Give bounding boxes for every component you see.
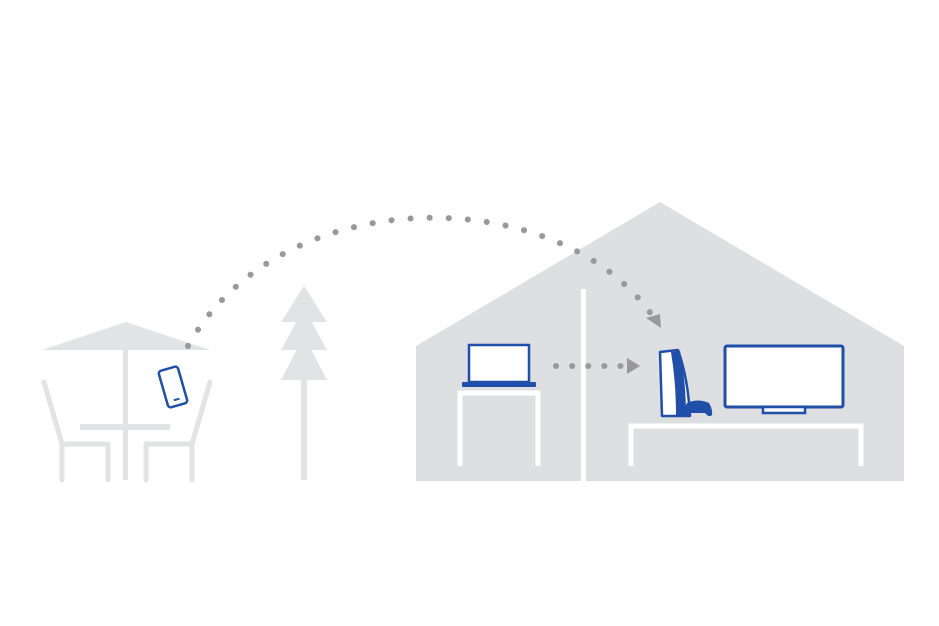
- patio-group: [41, 322, 213, 483]
- patio-chair-icon: [41, 379, 111, 483]
- game-controller-icon: [683, 400, 713, 417]
- pine-tree-icon: [281, 286, 327, 480]
- laptop-icon: [462, 343, 536, 387]
- patio-umbrella-icon: [42, 322, 210, 350]
- television-icon: [723, 344, 845, 415]
- desk-icon: [457, 390, 541, 466]
- umbrella-pole: [123, 349, 128, 480]
- patio-table-icon: [80, 424, 170, 430]
- smartphone-icon: [157, 365, 189, 409]
- line-arrowhead-icon: [627, 358, 640, 374]
- interior-wall: [581, 289, 586, 481]
- arc-arrowhead-icon: [646, 314, 661, 328]
- house-icon: [416, 202, 904, 481]
- patio-chair-icon: [143, 379, 213, 483]
- game-console-icon: [658, 348, 692, 418]
- remote-connection-arc: [185, 214, 657, 349]
- tv-stand-icon: [628, 423, 864, 466]
